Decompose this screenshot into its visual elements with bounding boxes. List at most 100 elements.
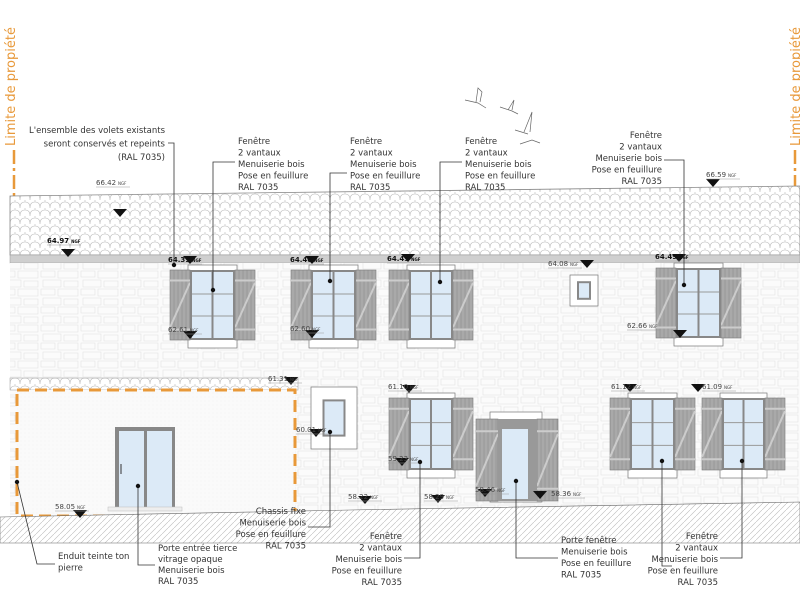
- french-door: [475, 411, 559, 503]
- window-glass: [411, 400, 430, 468]
- shutter-brace: [674, 410, 696, 458]
- ground: [0, 501, 800, 544]
- annotation-text: vitrage opaque: [158, 555, 223, 565]
- annotation-text: Fenêtre: [465, 136, 497, 147]
- level-unit: NGF: [411, 257, 421, 262]
- level-unit: NGF: [118, 181, 127, 186]
- leader-line: [137, 486, 155, 566]
- window-glass: [678, 270, 698, 336]
- level-triangle-icon: [309, 429, 323, 437]
- leader-line: [308, 432, 331, 528]
- property-limit-label: Limite de propiété: [789, 27, 800, 146]
- level-triangle-icon: [402, 385, 416, 393]
- level-triangle-icon: [672, 254, 686, 262]
- level-unit: NGF: [573, 492, 582, 497]
- level-number: 64.40: [290, 256, 312, 264]
- shutter: [169, 269, 191, 341]
- level-unit: NGF: [410, 385, 419, 390]
- birds-illustration: [464, 87, 541, 145]
- level-unit: NGF: [318, 428, 327, 433]
- annotation-text: Porte entrée tierce: [158, 543, 237, 554]
- shutter-brace: [475, 433, 499, 487]
- annotation-text: Pose en feuillure: [592, 166, 662, 176]
- window-glass: [579, 283, 589, 298]
- level-number: 60.01: [296, 426, 316, 434]
- level-unit: NGF: [290, 377, 299, 382]
- annotation-text: (RAL 7035): [118, 153, 165, 163]
- annotation-text: RAL 7035: [362, 578, 402, 588]
- level-unit: NGF: [649, 324, 658, 329]
- annotation-text: RAL 7035: [158, 577, 198, 587]
- annotation-text: L'ensemble des volets existants: [29, 126, 166, 136]
- annotation-text: Menuiserie bois: [651, 555, 718, 565]
- level-unit: NGF: [312, 327, 321, 332]
- annotation-text: Menuiserie bois: [465, 160, 532, 170]
- annotation-text: RAL 7035: [350, 183, 390, 193]
- shutter: [234, 269, 256, 341]
- annotation-text: Pose en feuillure: [561, 559, 631, 569]
- level-number: 61.31: [268, 375, 288, 383]
- window-glass: [192, 272, 212, 338]
- shutter-brace: [355, 282, 377, 328]
- annotation-text: Fenêtre: [370, 531, 402, 542]
- level-triangle-icon: [623, 384, 637, 392]
- shutter-brace: [536, 433, 559, 487]
- shutter: [536, 418, 559, 502]
- level-triangle-icon: [706, 179, 720, 187]
- shutter-brace: [290, 282, 312, 328]
- leader-line: [212, 161, 235, 290]
- window-glass: [653, 400, 673, 468]
- annotation-text: Porte fenêtre: [561, 535, 617, 546]
- annotation-text: Pose en feuillure: [238, 172, 308, 182]
- annotation-text: Pose en feuillure: [236, 530, 306, 540]
- annotation-text: RAL 7035: [561, 571, 601, 581]
- level-number: 62.61: [168, 326, 188, 334]
- annotation-leader-extra: [659, 458, 672, 567]
- annotation-text: 2 vantaux: [350, 149, 393, 159]
- leader-line: [16, 481, 55, 565]
- shutter-brace: [388, 282, 410, 328]
- level-number: 64.45: [387, 255, 409, 263]
- level-unit: NGF: [314, 258, 324, 263]
- annotation-text: Chassis fixe: [256, 507, 306, 517]
- level-triangle-icon: [533, 491, 547, 499]
- window-6: [609, 392, 696, 479]
- leader-dot: [681, 282, 687, 288]
- window-glass: [744, 400, 763, 468]
- annotation-text: RAL 7035: [465, 183, 505, 193]
- window-glass: [724, 400, 743, 468]
- shutter-brace: [452, 410, 474, 458]
- annotation-text: Fenêtre: [350, 136, 382, 147]
- level-triangle-icon: [673, 330, 687, 338]
- annotation-text: Menuiserie bois: [158, 566, 225, 576]
- annotation-text: Pose en feuillure: [465, 172, 535, 182]
- level-triangle-icon: [478, 489, 492, 497]
- annotation-text: RAL 7035: [238, 183, 278, 193]
- level-triangle-icon: [395, 458, 409, 466]
- annotation-text: Menuiserie bois: [238, 160, 305, 170]
- shutter: [609, 397, 631, 471]
- level-triangle-icon: [305, 330, 319, 338]
- shutter-brace: [764, 410, 786, 458]
